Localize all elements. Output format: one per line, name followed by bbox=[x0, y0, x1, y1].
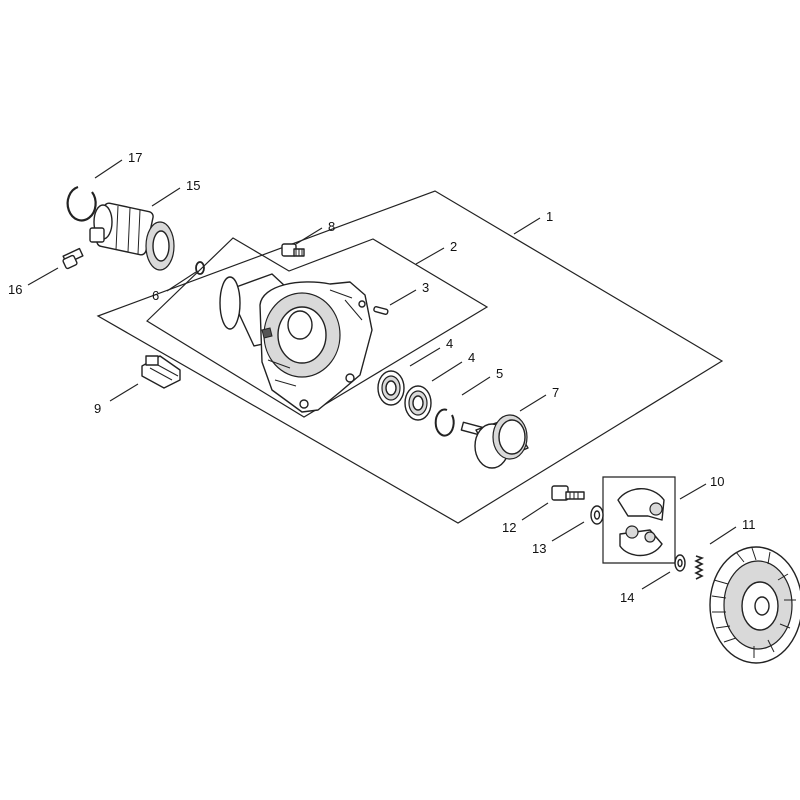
part-11-spring bbox=[694, 555, 705, 580]
leader-5 bbox=[461, 376, 491, 396]
leader-13 bbox=[551, 521, 585, 542]
callout-10: 10 bbox=[710, 474, 724, 489]
leader-9 bbox=[109, 383, 139, 402]
leader-3 bbox=[389, 289, 417, 306]
leader-4b bbox=[431, 361, 463, 382]
leader-4a bbox=[409, 347, 441, 367]
part-10-clutch-shoes bbox=[617, 488, 665, 557]
callout-7: 7 bbox=[552, 385, 559, 400]
flywheel bbox=[709, 546, 800, 664]
leader-2 bbox=[415, 247, 445, 265]
leader-lines bbox=[27, 159, 737, 590]
assembly-outline-1 bbox=[96, 190, 724, 524]
leader-7 bbox=[519, 394, 547, 412]
assembly-outline-2 bbox=[146, 237, 489, 418]
part-14-washer bbox=[674, 554, 686, 572]
leader-14 bbox=[641, 571, 671, 590]
callout-4a: 4 bbox=[446, 336, 453, 351]
leader-17 bbox=[94, 159, 123, 179]
leader-15 bbox=[151, 187, 181, 207]
part-15-coupling bbox=[89, 202, 175, 271]
part-6-o-ring bbox=[195, 261, 205, 275]
part-8-screw bbox=[281, 243, 305, 257]
callout-16: 16 bbox=[8, 282, 22, 297]
callout-labels: 17 15 16 8 1 2 6 3 4 4 5 7 9 10 11 12 13… bbox=[8, 150, 756, 605]
callout-2: 2 bbox=[450, 239, 457, 254]
callout-13: 13 bbox=[532, 541, 546, 556]
part-9-clamp bbox=[141, 355, 181, 389]
callout-17: 17 bbox=[128, 150, 142, 165]
callout-6: 6 bbox=[152, 288, 159, 303]
callout-14: 14 bbox=[620, 590, 634, 605]
callout-3: 3 bbox=[422, 280, 429, 295]
leader-16 bbox=[27, 267, 59, 286]
part-5-snap-ring bbox=[434, 408, 455, 437]
part-16-bolt bbox=[62, 247, 84, 270]
callout-4b: 4 bbox=[468, 350, 475, 365]
callout-11: 11 bbox=[742, 517, 756, 532]
leader-12 bbox=[521, 502, 549, 521]
part-2-housing bbox=[219, 273, 373, 413]
part-3-pin bbox=[373, 306, 389, 315]
callout-1: 1 bbox=[546, 209, 553, 224]
part-7-clutch-drum bbox=[460, 414, 529, 469]
callout-8: 8 bbox=[328, 219, 335, 234]
leader-8 bbox=[295, 227, 323, 245]
part-13-washer bbox=[590, 505, 604, 525]
callout-15: 15 bbox=[186, 178, 200, 193]
callout-12: 12 bbox=[502, 520, 516, 535]
leader-1 bbox=[513, 217, 541, 235]
leader-10 bbox=[679, 483, 707, 500]
part-12-bolt bbox=[551, 485, 585, 501]
part-4-bearing-b bbox=[404, 385, 432, 421]
part-17-snap-ring bbox=[66, 185, 97, 222]
part-4-bearing-a bbox=[377, 370, 405, 406]
leader-11 bbox=[709, 526, 737, 545]
callout-5: 5 bbox=[496, 366, 503, 381]
leader-6 bbox=[166, 271, 197, 292]
callout-9: 9 bbox=[94, 401, 101, 416]
